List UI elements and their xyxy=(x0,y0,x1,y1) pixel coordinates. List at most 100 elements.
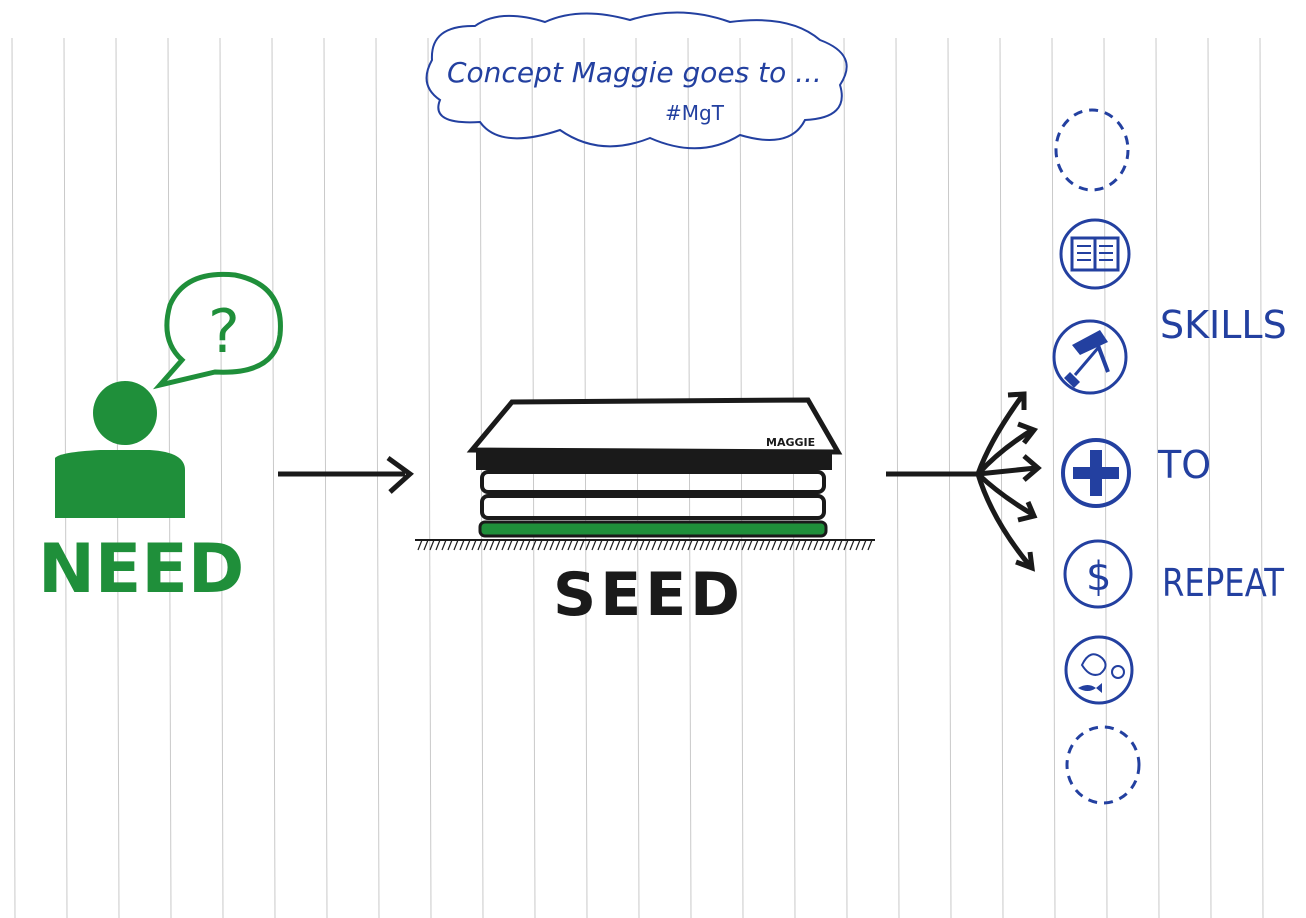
title-line2: #MgT xyxy=(665,101,725,125)
ground-hatch-mark xyxy=(796,540,800,550)
ground-hatch-mark xyxy=(778,540,782,550)
ground-hatch-mark xyxy=(496,540,500,550)
ground-hatch-mark xyxy=(442,540,446,550)
ruling-line xyxy=(792,38,795,918)
ground-hatch-mark xyxy=(526,540,530,550)
ruling-line xyxy=(740,38,743,918)
ground-hatch-mark xyxy=(502,540,506,550)
placeholder-bottom-icon xyxy=(1067,727,1139,803)
ruling-line xyxy=(428,38,431,918)
hammer-shovel-icon xyxy=(1054,321,1126,393)
ground-hatch-mark xyxy=(838,540,842,550)
ruling-line xyxy=(948,38,951,918)
ground-hatch-mark xyxy=(568,540,572,550)
skills-label: SKILLS xyxy=(1160,303,1287,347)
seed-box-stack: MAGGIE xyxy=(472,400,838,536)
ground-hatch-mark xyxy=(862,540,866,550)
ground-hatch-mark xyxy=(748,540,752,550)
ground-hatch-mark xyxy=(718,540,722,550)
ground-hatch-mark xyxy=(628,540,632,550)
arrow-fan-right xyxy=(886,394,1038,568)
ruling-line xyxy=(12,38,15,918)
ruling-line xyxy=(584,38,587,918)
ground-hatch-mark xyxy=(826,540,830,550)
ground-hatch-mark xyxy=(742,540,746,550)
repeat-label: REPEAT xyxy=(1162,561,1285,605)
ground-hatch-mark xyxy=(562,540,566,550)
ground-hatch-mark xyxy=(604,540,608,550)
placeholder-top-icon xyxy=(1056,110,1128,190)
ground-hatch-mark xyxy=(430,540,434,550)
arrow-need-to-seed xyxy=(278,458,410,492)
book-icon xyxy=(1061,220,1129,288)
ground-hatch-mark xyxy=(664,540,668,550)
ground-hatch-mark xyxy=(694,540,698,550)
plus-icon xyxy=(1063,440,1129,506)
ground-hatch-mark xyxy=(850,540,854,550)
ground-hatching xyxy=(415,540,875,550)
ground-hatch-mark xyxy=(712,540,716,550)
ruling-line xyxy=(272,38,275,918)
ruling-line xyxy=(844,38,847,918)
ground-hatch-mark xyxy=(670,540,674,550)
ruling-line xyxy=(636,38,639,918)
ground-hatch-mark xyxy=(574,540,578,550)
ground-hatch-mark xyxy=(856,540,860,550)
title-line1: Concept Maggie goes to ... xyxy=(447,56,822,89)
ground-hatch-mark xyxy=(508,540,512,550)
ground-hatch-mark xyxy=(472,540,476,550)
ground-hatch-mark xyxy=(514,540,518,550)
ground-hatch-mark xyxy=(784,540,788,550)
ground-hatch-mark xyxy=(640,540,644,550)
ground-hatch-mark xyxy=(616,540,620,550)
ground-hatch-mark xyxy=(868,540,872,550)
ruling-line xyxy=(376,38,379,918)
ruling-line xyxy=(688,38,691,918)
ground-hatch-mark xyxy=(466,540,470,550)
dollar-icon: $ xyxy=(1065,541,1131,607)
ground-hatch-mark xyxy=(736,540,740,550)
ground-hatch-mark xyxy=(436,540,440,550)
bird-fish-icon xyxy=(1066,637,1132,703)
ground-hatch-mark xyxy=(418,540,422,550)
ground-hatch-mark xyxy=(424,540,428,550)
ground-hatch-mark xyxy=(538,540,542,550)
ground-hatch-mark xyxy=(808,540,812,550)
ground-hatch-mark xyxy=(682,540,686,550)
ground-hatch-mark xyxy=(490,540,494,550)
bubble-question-mark: ? xyxy=(208,297,240,367)
ground-hatch-mark xyxy=(814,540,818,550)
ground-hatch-mark xyxy=(700,540,704,550)
need-person-figure xyxy=(55,381,185,518)
ruling-line xyxy=(220,38,223,918)
ruling-line xyxy=(532,38,535,918)
ground-hatch-mark xyxy=(676,540,680,550)
ground-hatch-mark xyxy=(724,540,728,550)
ground-hatch-mark xyxy=(820,540,824,550)
ground-hatch-mark xyxy=(646,540,650,550)
ground-hatch-mark xyxy=(586,540,590,550)
ground-hatch-mark xyxy=(520,540,524,550)
ground-hatch-mark xyxy=(598,540,602,550)
ruling-line xyxy=(1052,38,1055,918)
ground-hatch-mark xyxy=(544,540,548,550)
ground-hatch-mark xyxy=(730,540,734,550)
ground-hatch-mark xyxy=(652,540,656,550)
ground-hatch-mark xyxy=(550,540,554,550)
ruling-line xyxy=(1000,38,1003,918)
ruling-line xyxy=(896,38,899,918)
ground-hatch-mark xyxy=(460,540,464,550)
ground-hatch-mark xyxy=(802,540,806,550)
to-label: TO xyxy=(1157,443,1211,487)
ground-hatch-mark xyxy=(622,540,626,550)
ruling-line xyxy=(1260,38,1263,918)
question-speech-bubble: ? xyxy=(160,274,280,385)
ground-hatch-mark xyxy=(610,540,614,550)
ground-hatch-mark xyxy=(484,540,488,550)
dollar-symbol: $ xyxy=(1086,554,1111,600)
ground-hatch-mark xyxy=(448,540,452,550)
ground-hatch-mark xyxy=(592,540,596,550)
ground-hatch-mark xyxy=(754,540,758,550)
